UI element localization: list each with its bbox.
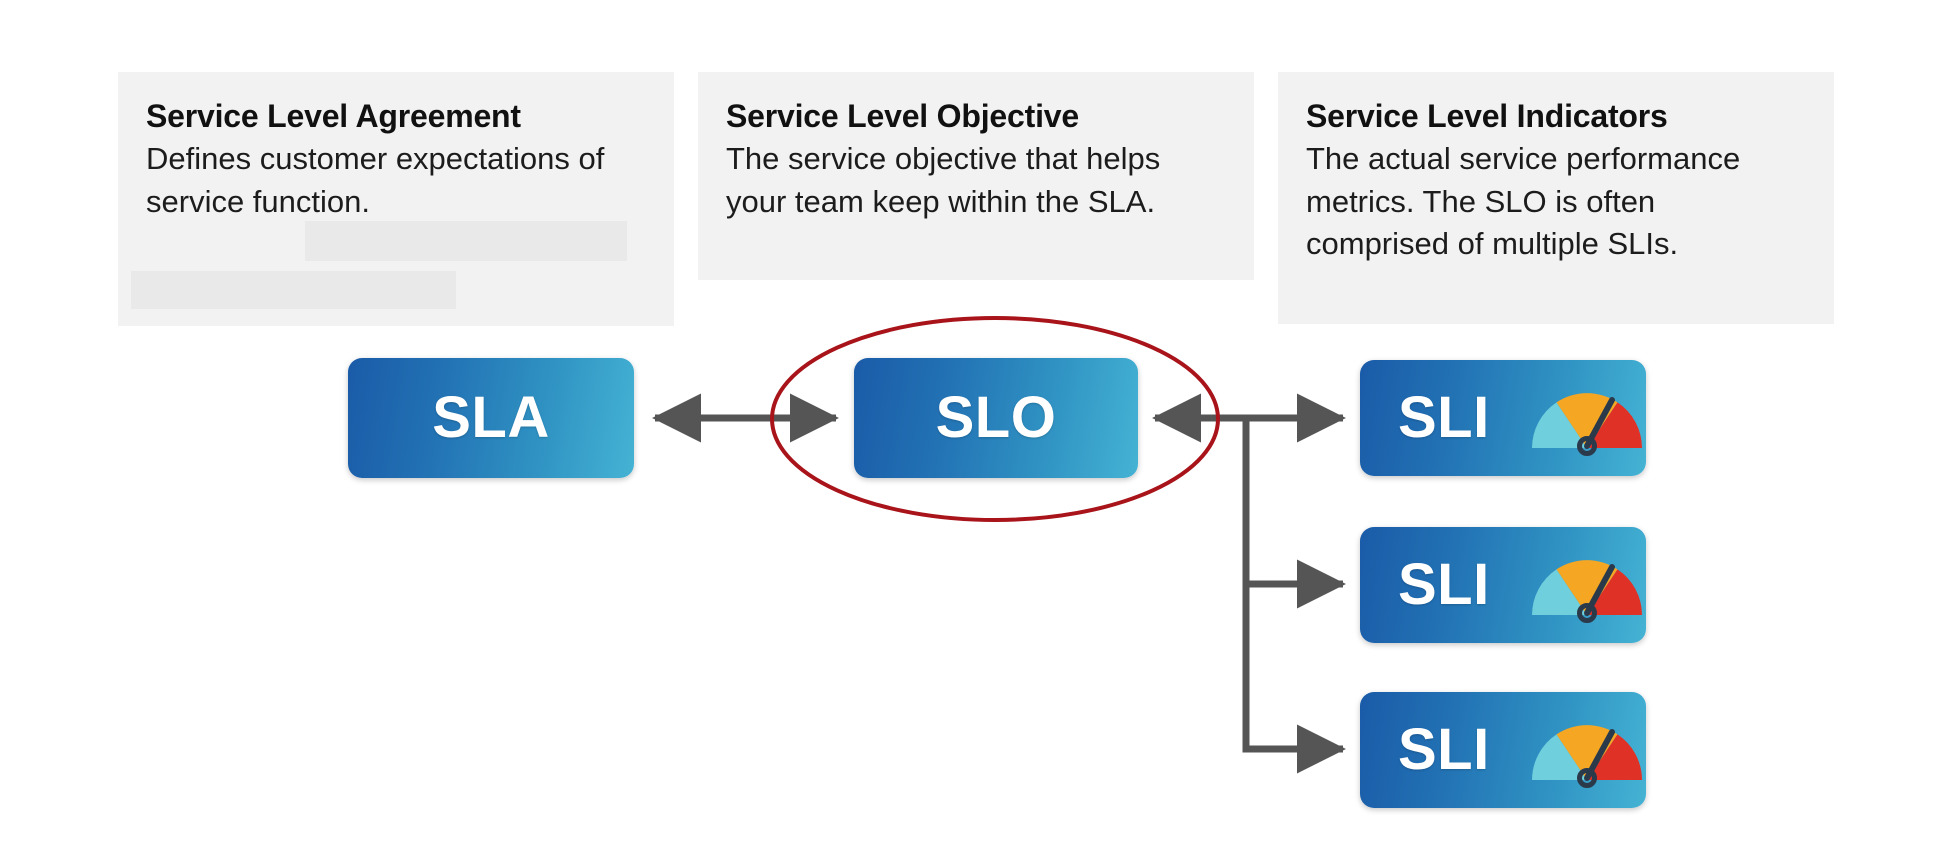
node-sli-2[interactable]: SLI: [1360, 527, 1646, 643]
node-sla[interactable]: SLA: [348, 358, 634, 478]
node-label: SLI: [1398, 717, 1490, 782]
gauge-icon: [1524, 380, 1650, 456]
node-label: SLI: [1398, 552, 1490, 617]
card-title: Service Level Indicators: [1306, 98, 1668, 134]
node-label: SLI: [1398, 385, 1490, 450]
card-body: Defines customer expectations of service…: [146, 140, 605, 219]
node-sli-1[interactable]: SLI: [1360, 360, 1646, 476]
gauge-icon: [1524, 712, 1650, 788]
card-service-level-objective: Service Level Objective The service obje…: [698, 72, 1254, 280]
node-label: SLO: [935, 385, 1057, 450]
card-body: The service objective that helps your te…: [726, 140, 1161, 219]
card-title: Service Level Objective: [726, 98, 1079, 134]
redaction-block-1: [305, 221, 627, 261]
redaction-block-2: [131, 271, 456, 309]
node-slo[interactable]: SLO: [854, 358, 1138, 478]
card-title: Service Level Agreement: [146, 98, 521, 134]
node-sli-3[interactable]: SLI: [1360, 692, 1646, 808]
gauge-icon: [1524, 547, 1650, 623]
card-body: The actual service performance metrics. …: [1306, 140, 1741, 262]
node-label: SLA: [432, 385, 550, 450]
card-service-level-indicators: Service Level Indicators The actual serv…: [1278, 72, 1834, 324]
